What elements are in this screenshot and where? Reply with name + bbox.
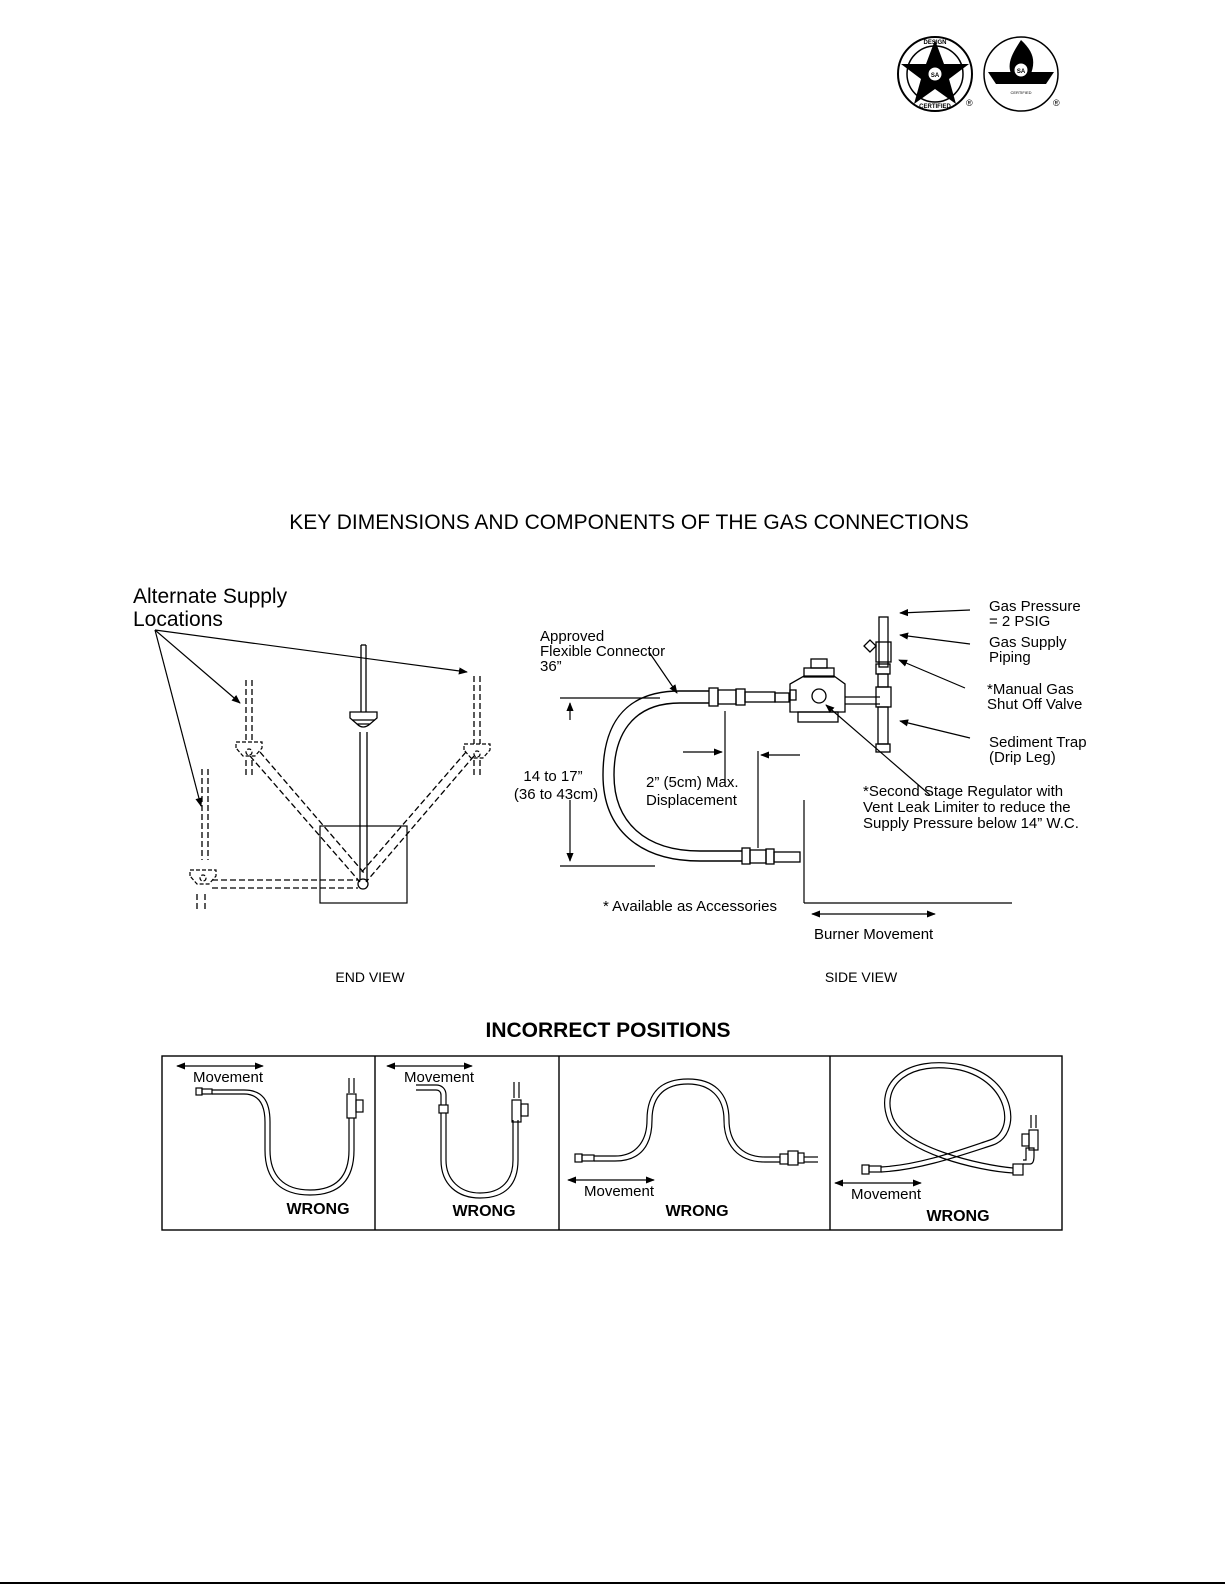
wrong-label: WRONG [452,1203,515,1220]
gas-supply-label: Gas Supply [989,634,1067,651]
gas-supply-piping [863,616,892,753]
wrong-label: WRONG [286,1201,349,1218]
incorrect-panel-3: Movement WRONG [567,1078,818,1220]
end-view: Alternate Supply Locations [133,585,491,985]
height-label: (36 to 43cm) [514,786,598,803]
seal-top-text: DESIGN [923,40,946,46]
movement-label: Movement [404,1069,475,1086]
seal-center-text: SA [1017,69,1026,75]
displacement-label: Displacement [646,792,738,809]
registered-mark: ® [1053,98,1060,108]
accessories-note: * Available as Accessories [603,898,777,915]
gas-pressure-label: = 2 PSIG [989,613,1050,630]
wrong-label: WRONG [926,1208,989,1225]
incorrect-panels-frame [161,1055,1063,1231]
gas-pressure-label: Gas Pressure [989,598,1081,615]
flame-certification-seal: SA CERTIFIED ® [983,36,1060,112]
alternate-supply-label: Locations [133,608,223,631]
shutoff-valve-label: *Manual Gas [987,681,1074,698]
incorrect-panel-2: Movement WRONG [386,1062,529,1220]
seal-small-text: CERTIFIED [1010,90,1031,95]
seal-bottom-text: CERTIFIED [919,104,951,110]
seal-center-text: SA [931,73,940,79]
regulator-label: Supply Pressure below 14” W.C. [863,815,1079,832]
regulator-label: *Second Stage Regulator with [863,783,1063,800]
height-label: 14 to 17” [523,768,582,785]
movement-label: Movement [851,1186,922,1203]
regulator-label: Vent Leak Limiter to reduce the [863,799,1071,816]
alternate-supply-label: Alternate Supply [133,585,288,608]
burner-movement-label: Burner Movement [814,926,934,943]
connector-label: Approved [540,628,604,645]
design-certified-seal: SA DESIGN CERTIFIED ® [897,36,973,112]
regulator [774,658,880,723]
diagram-title: KEY DIMENSIONS AND COMPONENTS OF THE GAS… [289,511,969,534]
gas-supply-label: Piping [989,649,1031,666]
wrong-label: WRONG [665,1203,728,1220]
side-view: 14 to 17” (36 to 43cm) 2” (5cm) Max. Dis… [514,598,1087,985]
shutoff-valve-label: Shut Off Valve [987,696,1082,713]
movement-label: Movement [584,1183,655,1200]
burner-box [319,825,408,904]
incorrect-panel-4: Movement WRONG [834,1062,1039,1225]
incorrect-panel-1: Movement WRONG [176,1062,364,1218]
primary-supply-pipe [349,644,378,890]
connector-label: 36” [540,658,562,675]
side-view-caption: SIDE VIEW [825,969,898,985]
sediment-trap-label: Sediment Trap [989,734,1087,751]
movement-label: Movement [193,1069,264,1086]
connector-label: Flexible Connector [540,643,665,660]
end-view-caption: END VIEW [335,969,405,985]
registered-mark: ® [966,98,973,108]
alternate-supply-pipes [196,676,481,912]
incorrect-heading: INCORRECT POSITIONS [485,1019,730,1042]
displacement-label: 2” (5cm) Max. [646,774,739,791]
sediment-trap-label: (Drip Leg) [989,749,1056,766]
